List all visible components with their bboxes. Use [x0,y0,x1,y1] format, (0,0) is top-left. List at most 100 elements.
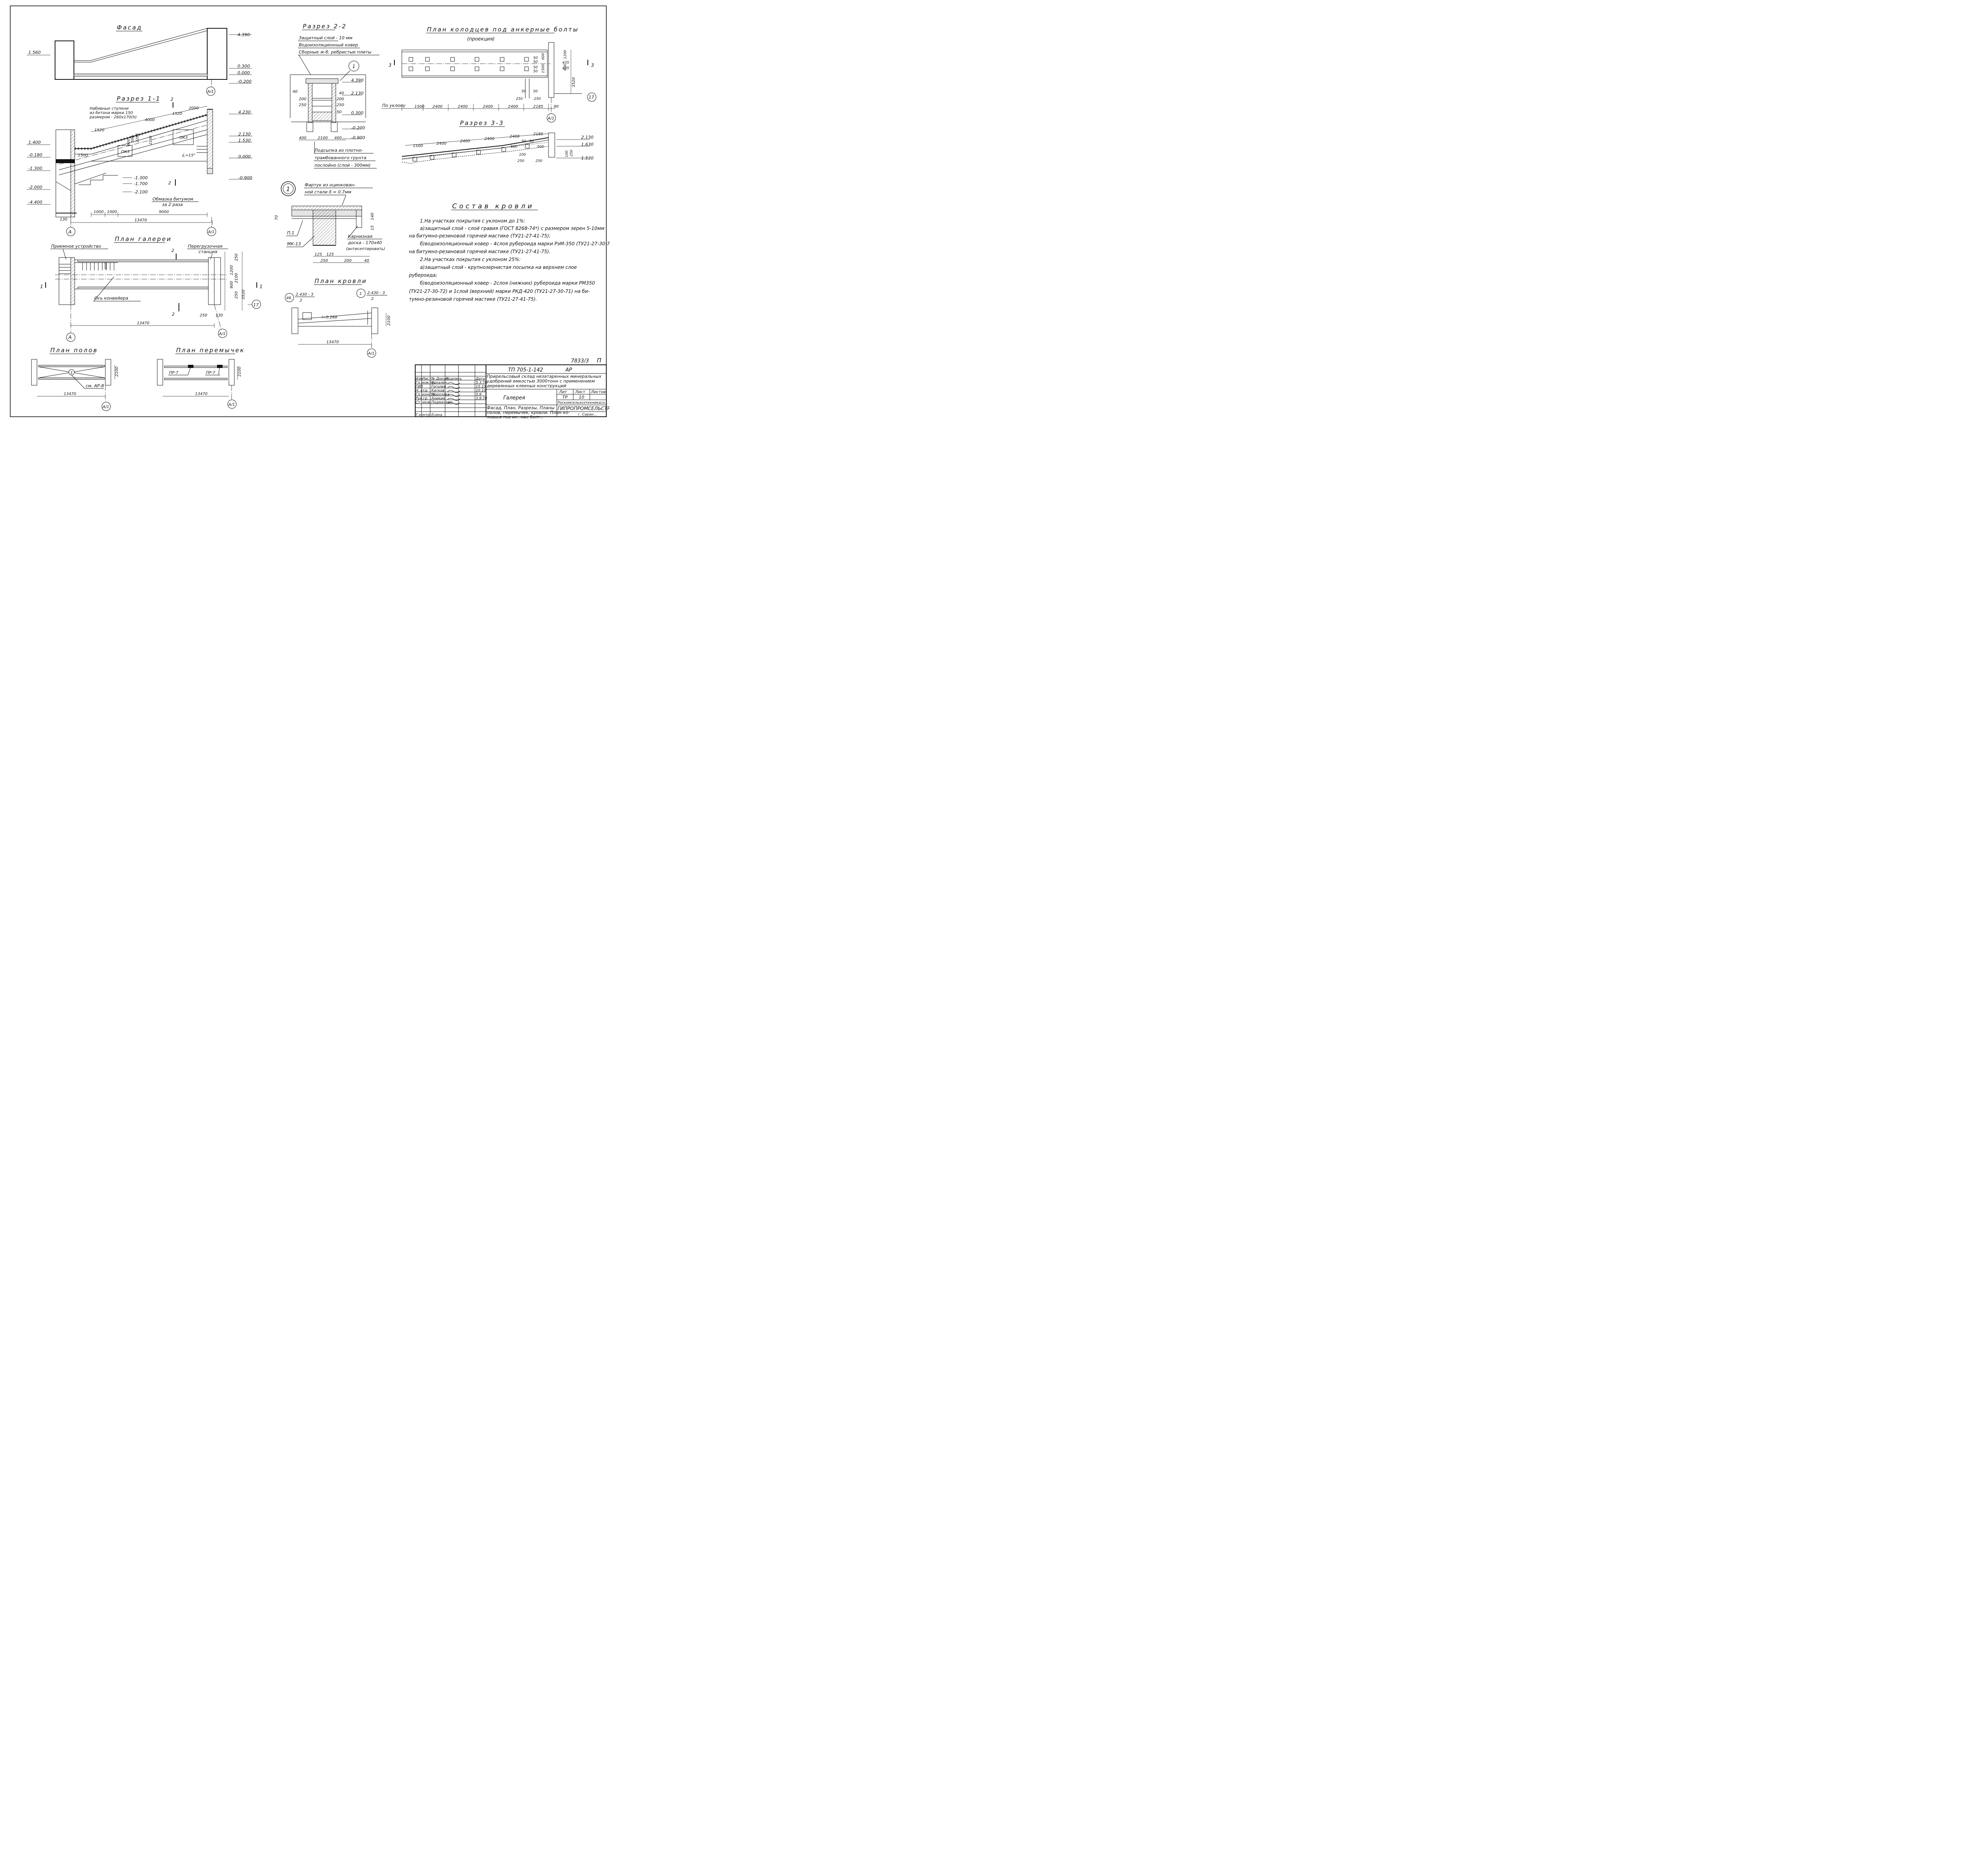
svg-text:4.390: 4.390 [351,78,364,83]
svg-text:2400: 2400 [484,137,494,141]
svg-text:9000: 9000 [159,210,169,214]
svg-text:435: 435 [562,61,569,65]
svg-text:250: 250 [200,313,207,318]
svg-text:Катков: Катков [431,389,444,393]
svg-text:лодцев под ан...ные болт...: лодцев под ан...ные болт... [486,415,543,418]
svg-text:а)защитный слой - крупнозернис: а)защитный слой - крупнозернистая посыпк… [420,265,577,270]
anchor-well-plan-sub: (проекция) [467,36,495,42]
svg-text:2100: 2100 [234,273,239,283]
svg-text:-1.700: -1.700 [134,181,147,186]
svg-text:50: 50 [529,140,534,143]
svg-text:№ Докум.: № Докум. [431,377,449,381]
facade-mark-0300: 0.300 [237,64,250,69]
svg-text:Дата: Дата [475,377,485,381]
svg-text:15.10: 15.10 [476,385,486,389]
dim-r11-2000: 2000 [189,106,199,110]
svg-text:за 2 раза: за 2 раза [162,202,183,207]
backfill-note: Подсыпка из плотно- [315,148,363,153]
svg-text:рубероида;: рубероида; [409,272,437,278]
gallery-axis-17: 17 [253,302,259,307]
svg-text:-2.100: -2.100 [134,189,147,195]
svg-text:200: 200 [344,259,352,263]
svg-text:Хахалин: Хахалин [431,381,447,385]
r11-axis-a: А [68,229,72,235]
svg-text:МК-13: МК-13 [287,241,301,246]
sheet-number: 10 [579,395,584,400]
svg-text:2: 2 [168,180,171,186]
svg-text:600: 600 [541,53,545,60]
facade-mark-0000: 0.000 [237,70,250,75]
svg-text:Фасад, План, Разрезы, Планы: Фасад, План, Разрезы, Планы [487,405,555,410]
svg-text:250: 250 [299,103,306,107]
svg-text:П: П [597,357,601,364]
svg-text:-0.180: -0.180 [28,153,42,158]
svg-text:250: 250 [234,254,239,261]
svg-text:1500: 1500 [414,105,424,109]
svg-text:-4.400: -4.400 [28,200,42,205]
svg-text:2400: 2400 [483,105,493,109]
svg-text:5.9: 5.9 [476,393,482,397]
title-block: 7833/3 П ТП 705-1-142 АР Прирельсовый ск… [415,357,609,418]
svg-text:50: 50 [521,90,526,94]
transfer-station-label: Перегрузочная [188,244,223,249]
svg-text:2.430 - 3: 2.430 - 3 [296,292,313,297]
svg-text:2: 2 [300,298,302,303]
svg-text:500: 500 [510,145,517,149]
svg-text:1.400: 1.400 [28,140,41,145]
svg-text:1000: 1000 [94,210,103,214]
svg-text:Роскомсельхозтехникасо...: Роскомсельхозтехникасо... [558,401,608,405]
svg-text:послойно (слой - 300мм): послойно (слой - 300мм) [315,163,370,168]
svg-text:б)водоизоляционный ковер - 2сл: б)водоизоляционный ковер - 2слоя (нижних… [420,280,595,286]
svg-text:1.530: 1.530 [581,156,594,161]
svg-text:2400: 2400 [508,105,518,109]
svg-text:0.000: 0.000 [238,154,251,159]
svg-text:50: 50 [337,110,342,114]
roof-plan: План кровли 46 2.430 - 3 2 1 2.430 - 3 2… [285,278,391,358]
svg-text:-1.300: -1.300 [134,175,147,180]
lintel-plan-title: План перемычек [176,347,245,354]
svg-text:2285: 2285 [136,133,140,142]
anchor-well-plan-title: План колодцев под анкерные болты [427,26,579,33]
svg-text:500: 500 [131,136,135,142]
svg-text:3520: 3520 [572,77,576,87]
svg-text:1: 1 [260,284,263,289]
svg-text:полов, перемычек, кровли. План: полов, перемычек, кровли. План ко- [487,410,570,415]
steps-note: Набивные ступени [90,106,129,111]
svg-text:на битумно-резиновой горячей м: на битумно-резиновой горячей мастике (ТУ… [409,249,550,254]
svg-text:200: 200 [299,97,306,101]
svg-text:Т.контр.: Т.контр. [416,413,431,417]
svg-text:125: 125 [326,252,334,257]
svg-text:5.3.78: 5.3.78 [476,381,487,385]
svg-text:Подпись: Подпись [446,377,462,381]
svg-text:40: 40 [339,91,344,96]
svg-text:3: 3 [388,63,392,68]
svg-text:70: 70 [274,215,279,220]
svg-text:1: 1 [70,371,73,375]
svg-text:Н. отд.: Н. отд. [416,389,428,393]
dim-r11-1500: 1500 [78,153,88,158]
svg-text:А/1: А/1 [228,403,235,407]
dim-gallery-13470: 13470 [137,321,149,326]
svg-text:доска - 170х40: доска - 170х40 [348,240,382,245]
svg-text:Водоизоляционный ковер: Водоизоляционный ковер [299,42,358,48]
svg-text:1200: 1200 [563,50,567,59]
section-2-2-title: Разрез 2-2 [303,23,347,30]
dim-r11-13470: 13470 [134,218,147,223]
svg-text:10.10: 10.10 [476,389,486,393]
svg-text:1.630: 1.630 [581,142,594,147]
drawing-mark: АР [565,367,572,373]
svg-text:2400: 2400 [510,134,519,139]
well-plan-axis-17: 17 [589,95,594,100]
svg-text:-2.000: -2.000 [28,185,42,190]
facade-mark-m0200: -0.200 [237,79,251,84]
svg-text:125: 125 [315,252,322,257]
facade-view: Фасад 4.390 1.560 0.300 0.000 -0.200 А/1 [27,24,252,96]
svg-text:4.230: 4.230 [238,110,251,115]
svg-text:2400: 2400 [436,142,446,146]
svg-text:600: 600 [127,139,131,145]
svg-text:из бетона марки 150: из бетона марки 150 [90,110,133,115]
svg-text:Есина: Есина [431,413,442,417]
svg-text:1: 1 [359,292,362,296]
svg-text:130: 130 [215,313,223,318]
svg-text:400: 400 [299,136,306,140]
